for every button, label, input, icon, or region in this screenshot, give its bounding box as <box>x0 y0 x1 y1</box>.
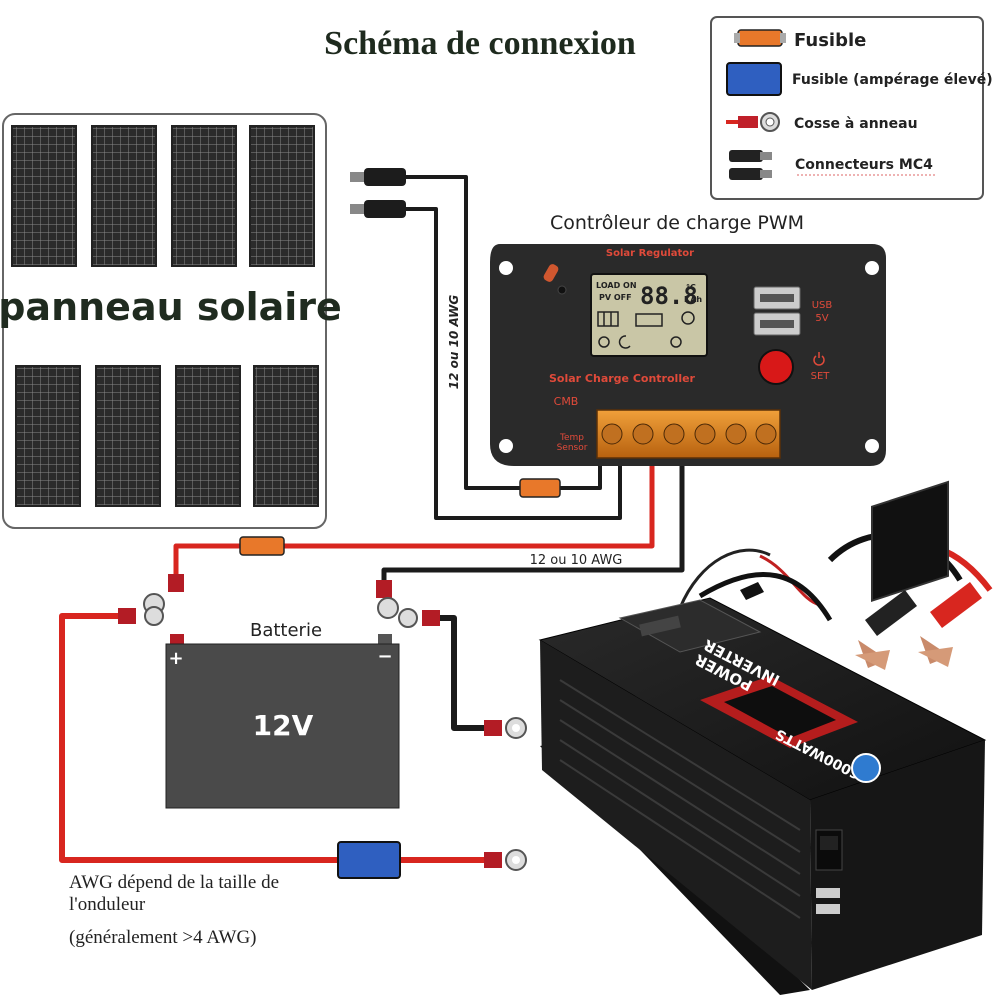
high-amp-fuse-icon <box>726 62 782 96</box>
note-line-2: l'onduleur <box>69 894 146 915</box>
legend-label-mc4: Connecteurs MC4 <box>795 157 933 173</box>
battery-negative-wire <box>381 460 685 588</box>
inverter-logo <box>851 753 881 783</box>
fuse-icon <box>239 536 285 556</box>
ring-terminal-icon <box>484 717 527 739</box>
diagram-title: Schéma de connexion <box>324 25 636 62</box>
solar-panel-frame <box>2 113 327 529</box>
battery-positive-wire <box>173 460 655 578</box>
battery-voltage: 12V <box>253 709 314 742</box>
solar-panel: panneau solaire <box>0 113 342 529</box>
battery-label: Batterie <box>250 620 322 641</box>
terminal-block <box>596 409 781 459</box>
lcd-unit-kah: KAh <box>684 295 702 304</box>
note-line-1: AWG dépend de la taille de <box>69 872 279 893</box>
set-label: SET <box>811 371 831 382</box>
lcd-solar-battery-load-icons <box>597 311 695 349</box>
battery-body <box>165 643 400 809</box>
power-inverter: POWER INVERTER 6000WATTS <box>538 480 987 995</box>
power-icon <box>813 352 825 366</box>
ring-terminal-icon <box>118 606 164 626</box>
usb-label: USB <box>812 300 833 311</box>
controller-top-label: Solar Regulator <box>606 248 694 259</box>
inverter-ac-socket <box>871 480 949 602</box>
sensor-label: Sensor <box>557 443 588 453</box>
high-amp-fuse-icon <box>337 841 401 879</box>
charge-controller: Solar Regulator LOAD ON PV OFF 88.8 °C K… <box>490 244 886 466</box>
pv-wire-negative <box>406 207 622 520</box>
inverter-power-switch[interactable] <box>815 829 843 871</box>
fuse-icon <box>519 478 561 498</box>
lcd-load-label: LOAD ON <box>596 281 637 290</box>
ring-terminal-icon <box>376 580 399 619</box>
legend-label-high-amp-fuse: Fusible (ampérage élevé) <box>792 72 993 88</box>
usb-port <box>753 286 801 336</box>
mc4-connector-icon <box>729 150 772 180</box>
note-line-3: (généralement >4 AWG) <box>69 927 257 948</box>
ring-terminal-icon <box>726 112 780 132</box>
wire-gauge-label-vertical: 12 ou 10 AWG <box>447 295 461 390</box>
pv-wire-positive <box>406 175 602 490</box>
thermometer-icon <box>543 264 559 282</box>
battery-minus-terminal: − <box>377 646 392 667</box>
controller-heading: Contrôleur de charge PWM <box>550 212 804 234</box>
alligator-clip-icon <box>855 590 917 670</box>
legend: Fusible Fusible (ampérage élevé) Cosse à… <box>710 16 993 200</box>
ring-terminal-icon <box>398 608 440 628</box>
ring-terminal-icon <box>484 849 527 871</box>
lcd-digits: 88.8 <box>640 282 698 310</box>
usb-voltage-label: 5V <box>815 313 828 324</box>
controller-bottom-label: Solar Charge Controller <box>549 372 696 385</box>
inverter-negative-wire <box>440 615 490 731</box>
battery: + − 12V <box>165 634 400 809</box>
battery-plus-terminal: + <box>168 648 183 669</box>
set-button[interactable] <box>758 349 794 385</box>
lcd-pv-label: PV OFF <box>599 293 632 302</box>
temp-label: Temp <box>559 433 584 443</box>
led-indicator <box>557 285 567 295</box>
alligator-clip-icon <box>918 582 982 667</box>
wire-gauge-label-horizontal: 12 ou 10 AWG <box>530 553 623 568</box>
legend-label-ring-terminal: Cosse à anneau <box>794 116 918 132</box>
wires <box>59 175 685 863</box>
controller-lcd <box>590 273 708 357</box>
inverter-positive-wire <box>59 613 490 863</box>
controller-brand: CMB <box>554 395 579 408</box>
legend-label-fuse: Fusible <box>794 30 866 51</box>
lcd-unit-celsius: °C <box>686 283 696 292</box>
solar-panel-label: panneau solaire <box>0 285 342 329</box>
mc4-connector-pv <box>350 168 406 218</box>
fuse-icon <box>734 29 786 47</box>
inverter-usb-port <box>816 888 840 914</box>
